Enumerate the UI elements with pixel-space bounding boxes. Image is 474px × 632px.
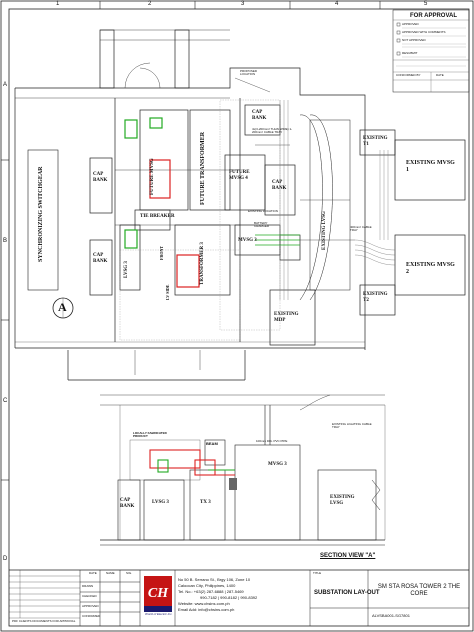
tb-row-checked: CHECKED [82,594,97,598]
label-front: FRONT [159,246,164,260]
note-proposed-location: PROPOSED LOCATION [240,69,258,77]
section-label-beam: BEAM [206,441,218,446]
tb-header-date: DATE [89,571,97,575]
label-existing-mvsg2: EXISTING MVSG 2 [406,262,455,275]
approval-date: DATE [436,73,444,77]
label-mvsg3: MVSG 3 [238,238,257,243]
row-label-a: A [3,82,8,88]
address-line-6[interactable]: Email Add: info@chsins.com.ph [178,607,235,612]
tb-row-approved: APPROVED [82,604,99,608]
column-label-5: 5 [424,1,428,7]
column-label-3: 3 [241,1,245,7]
note-existing-location: EXISTING LOCATION [248,209,278,213]
section-note-locally-fabricated: LOCALLY FABRICATED PRODUCT [133,431,167,439]
label-cap-bank-3: CAP BANK [252,110,267,121]
tb-header-sig: SIG. [126,571,133,575]
section-label-existing-lvsg: EXISTING LVSG [330,495,355,506]
address-line-3: Tel. No.: +63(2) 287-6888 | 287-5469 [178,589,244,594]
label-future-mvsg: FUTURE MVSG [150,158,155,195]
label-lvsg3: LVSG 3 [124,261,129,278]
label-lv-side: LV SIDE [165,284,170,300]
approval-option-approved-with-comments[interactable]: APPROVED WITH COMMENTS [402,30,446,34]
column-label-4: 4 [335,1,339,7]
note-cable-tray: 4x(3-200mm² THHN WIRE) 1-200mm² CABLE TR… [252,127,293,135]
approval-option-approved[interactable]: APPROVED [402,22,419,26]
company-tag: World of Electric Inc. [145,612,173,616]
tb-row-confirmed: CONFIRMED [82,614,101,618]
label-tie-breaker: TIE BREAKER [140,214,175,219]
section-note-lighting-tray: EXISTING LIGHTING CABLE TRAY [332,422,372,430]
approval-option-not-approved[interactable]: NOT APPROVED [402,38,426,42]
row-label-c: C [3,398,8,404]
address-line-1: No 50 B. Serrano St., Brgy 106, Zone 10 [178,577,251,582]
tb-title-label: TITLE [313,571,322,575]
label-cap-bank-1: CAP BANK [93,172,108,183]
label-existing-mvsg1: EXISTING MVSG 1 [406,160,455,173]
label-existing-t1: EXISTING T1 [363,136,388,147]
project-name: SM STA ROSA TOWER 2 THE CORE [377,584,461,597]
row-label-d: D [3,556,8,562]
address-line-5[interactable]: Website: www.chsins.com.ph [178,601,230,606]
label-transformer3: TRANSFORMER 3 [200,242,205,285]
address-line-2: Caloocan City, Philippines, 1400 [178,583,236,588]
label-synchronizing-switchgear: SYNCHRONIZING SWITCHGEAR [38,166,44,262]
section-view-title: SECTION VIEW "A" [320,553,376,559]
address-line-4: 990-7182 | 990-8182 | 990-8392 [200,595,258,600]
section-marker: A [58,300,67,314]
approval-option-resubmit[interactable]: RESUBMIT [402,51,418,55]
company-logo: CH [144,576,172,612]
drawing-title: SUBSTATION LAY-OUT [314,590,380,596]
label-existing-mdp: EXISTING MDP [274,312,299,323]
footer-note: PDF CLIENTS DOCUMENTS FOR APPROVAL [12,619,76,623]
label-cap-bank-4: CAP BANK [272,180,287,191]
tb-header-name: NAME [106,571,115,575]
section-note-pvc-pipe: 100mm DIA. PVC PIPE [256,439,288,443]
label-existing-lvsg: EXISTING LVSG [322,211,327,250]
label-future-mvsg4: FUTURE MVSG 4 [229,170,250,181]
approval-title: FOR APPROVAL [410,13,458,19]
row-label-b: B [3,238,8,244]
label-future-transformer: FUTURE TRANSFORMER [200,131,206,205]
note-cable-tray-2: 400mm² CABLE TRAY [350,225,372,233]
approval-conformed-by: CONFORMED BY [396,73,421,77]
svg-text:CH: CH [148,586,169,601]
label-existing-t2: EXISTING T2 [363,292,388,303]
label-cap-bank-2: CAP BANK [93,253,108,264]
section-label-tx3: TX 3 [200,500,211,505]
note-battery-charger: BATTERY CHARGER [254,221,270,229]
column-label-1: 1 [56,1,60,7]
section-label-mvsg3: MVSG 3 [268,462,287,467]
column-label-2: 2 [148,1,152,7]
tb-row-drawn: DRAWN [82,584,94,588]
section-label-cap-bank: CAP BANK [120,498,135,509]
drawing-number: ALVSBA001-SG7801 [372,613,410,618]
section-label-lvsg3: LVSG 3 [152,500,169,505]
